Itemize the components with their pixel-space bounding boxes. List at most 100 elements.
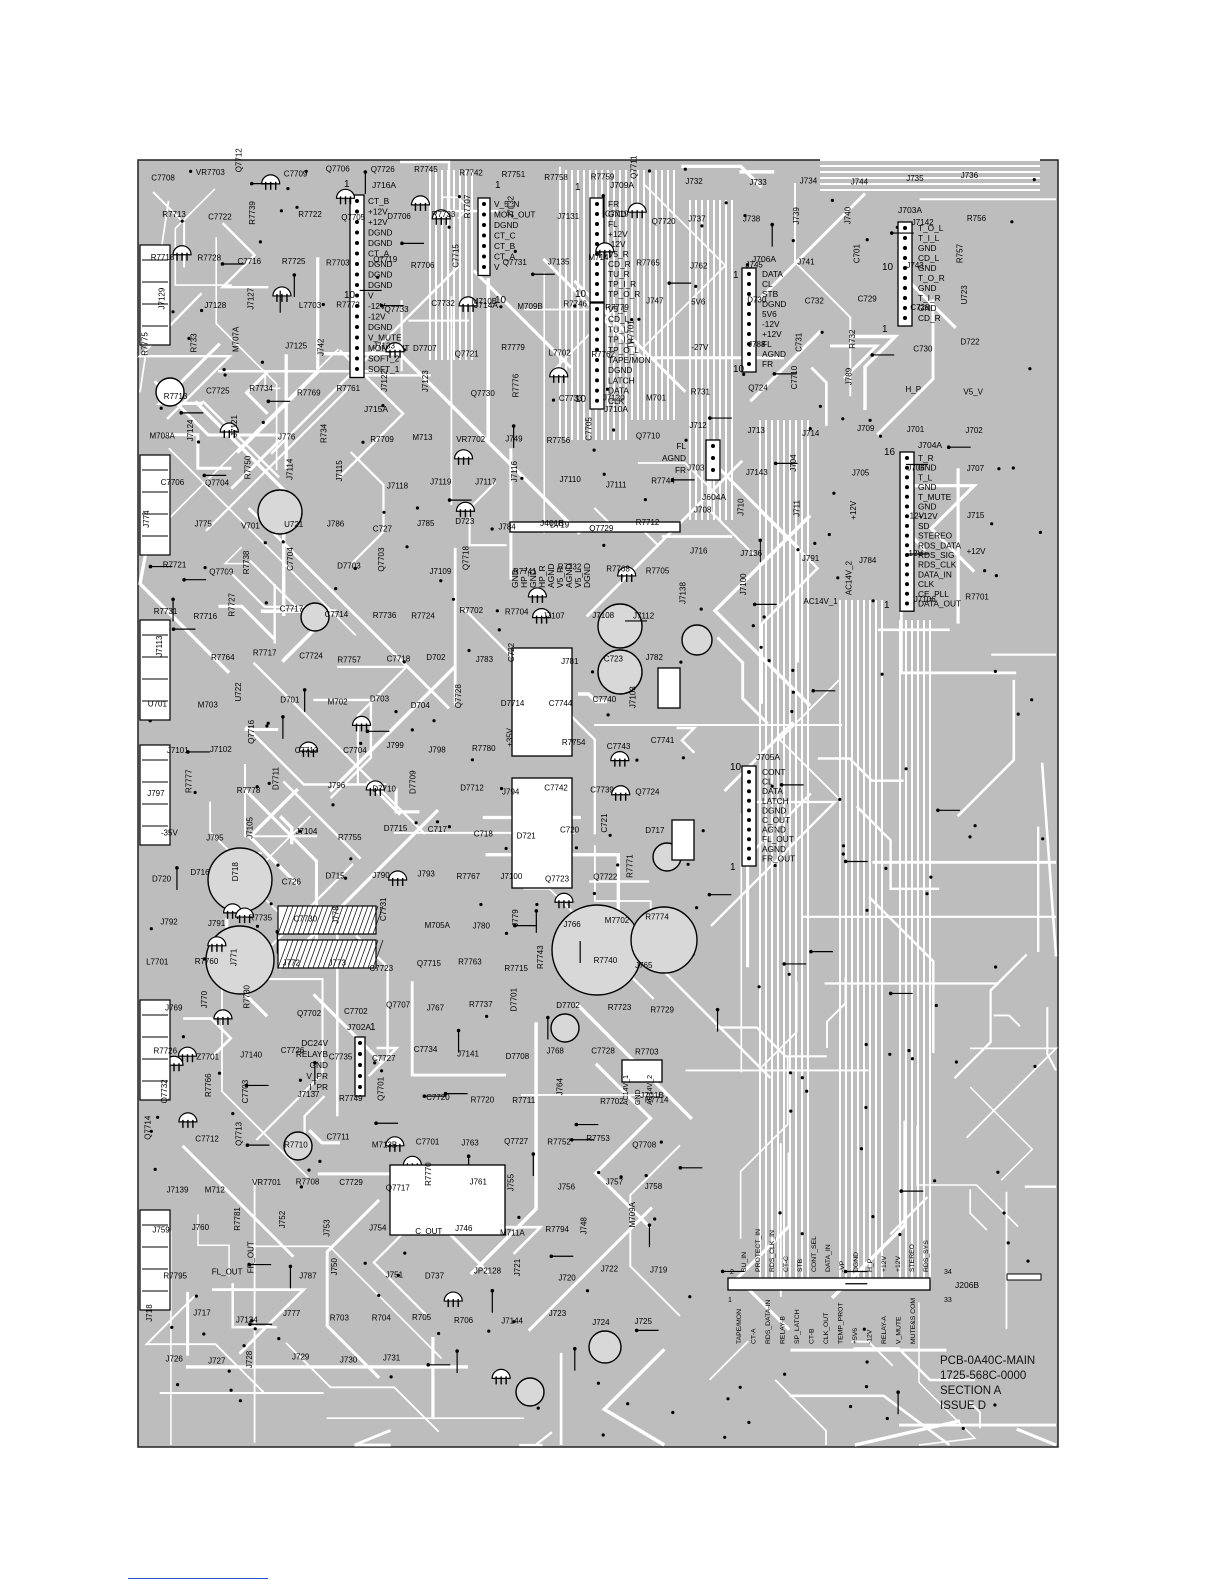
pad [573,304,577,308]
pad [495,609,499,613]
component-label: J710 [737,498,746,516]
component-label: R7759 [591,172,615,181]
pin-label: RDS_SYS [923,1240,930,1272]
pad [181,1035,185,1039]
component-label: C7739 [590,785,614,794]
pin-mark: 1 [730,862,736,873]
pad [747,1420,751,1424]
pad [647,169,652,173]
trace [852,334,900,410]
pin-pad [905,514,909,519]
pcb-title-line: ISSUE D [940,1400,987,1412]
trace [542,257,784,360]
component-label: J747 [646,297,664,306]
pad [681,756,686,760]
component-label: C7726 [281,1046,305,1055]
pin-label: T_R [918,453,934,463]
pad [910,1057,915,1061]
component-label: C7735 [329,1052,353,1061]
pad [304,169,308,173]
pad [929,875,933,879]
pin-label: V_MUTE [368,333,402,343]
pin-pad [747,352,751,356]
pad [1010,220,1014,224]
component-label: D7715 [384,824,408,833]
pin-pad [747,292,751,296]
component-label: J718 [145,1304,154,1322]
trace [215,237,278,471]
component-label: D7708 [506,1052,530,1061]
pad [880,672,884,676]
component-label: J789 [844,367,853,385]
component-label: R7722 [298,210,322,219]
component-label: L7702 [549,348,572,357]
connector-blocks: CT_B+12V+12VDGNDDGNDCT_ADGNDDGNDDGNDV-12… [296,179,980,1344]
connector-ref: J705A [756,752,780,762]
pin-pad [482,223,486,227]
trace [1046,1007,1057,1071]
component-label: M711A [500,1228,525,1237]
pad [808,427,812,431]
capacitor-outline [588,1330,622,1364]
trace [912,484,979,573]
trace [260,609,338,663]
component-label: Q7730 [471,389,496,398]
component-label: C7729 [339,1178,363,1187]
component-label: J761 [470,1178,488,1187]
pad [994,965,998,969]
pad [597,1170,601,1175]
trace [709,480,755,556]
trace [889,1196,929,1236]
pad [832,491,836,495]
pad [827,532,831,537]
pin-pad [595,222,599,226]
component-label: R7716 [194,612,218,621]
component-label: J764 [555,1078,564,1096]
pin-label: +12V [368,217,388,227]
component-label: Q7717 [386,1184,411,1193]
pad [415,506,420,510]
transistor-footprint [531,608,552,624]
pin-label: FR [762,359,773,369]
component-label: J742 [317,338,326,356]
trace [774,1379,827,1445]
pin-label: +12V [368,207,388,217]
component-label: J716 [690,547,708,556]
component-label: VR7701 [252,1178,281,1187]
component-label: R7777 [184,769,193,793]
pin-pad [595,202,599,206]
component-label: J7103 [629,686,638,708]
component-label: J722 [601,1264,619,1273]
component-label: J7129 [157,287,166,309]
component-label: C7730 [294,915,318,924]
trace [629,1144,681,1317]
pad [993,669,998,674]
pin-pad [905,543,909,548]
component-label: J777 [283,1309,301,1318]
component-label: C728 [910,303,930,312]
pin-pad [595,272,599,276]
pad [457,195,461,199]
pad [820,330,824,334]
pin-pad [747,302,751,306]
pad [643,498,648,502]
pad [592,891,597,896]
component-label: R756 [967,214,987,223]
component-label: R7715 [504,964,528,973]
pad [447,225,451,229]
pad [264,601,268,605]
pad [451,597,456,601]
pad [258,240,262,244]
pad [865,1360,869,1364]
component-label: U722 [234,682,243,702]
footer-rule [128,1578,268,1579]
component-label: FR_OUT [246,1241,255,1273]
pin-label: V [494,262,500,272]
pin-label: T_MUTE [918,492,952,502]
pad [973,824,977,828]
pin-label: DGND [762,299,786,309]
pin-pad [358,1041,362,1045]
pad [585,1289,590,1293]
